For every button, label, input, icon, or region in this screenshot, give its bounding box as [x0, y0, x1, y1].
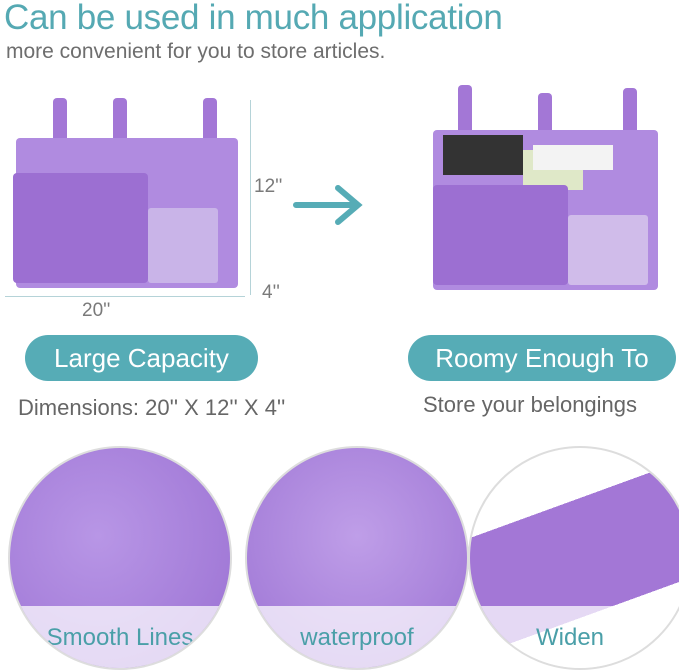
page-subtitle: more convenient for you to store article…	[6, 40, 386, 63]
filled-organizer-image	[428, 85, 663, 295]
arrow-right-icon	[293, 185, 363, 225]
feature-waterproof: waterproof	[245, 446, 469, 670]
feature-label: Smooth Lines	[10, 606, 230, 668]
feature-label: Widen	[470, 606, 679, 668]
feature-smooth-lines: Smooth Lines	[8, 446, 232, 670]
feature-label: waterproof	[247, 606, 467, 668]
feature-widen: Widen	[468, 446, 679, 670]
page-title: Can be used in much application	[4, 0, 503, 37]
empty-organizer-image	[8, 98, 243, 298]
height-label: 12''	[254, 176, 283, 197]
dimensions-caption: Dimensions: 20'' X 12'' X 4''	[18, 395, 286, 420]
roomy-enough-badge: Roomy Enough To	[408, 335, 676, 381]
width-label: 20''	[82, 300, 111, 321]
depth-label: 4''	[262, 282, 280, 303]
belongings-caption: Store your belongings	[423, 392, 638, 417]
large-capacity-badge: Large Capacity	[25, 335, 258, 381]
